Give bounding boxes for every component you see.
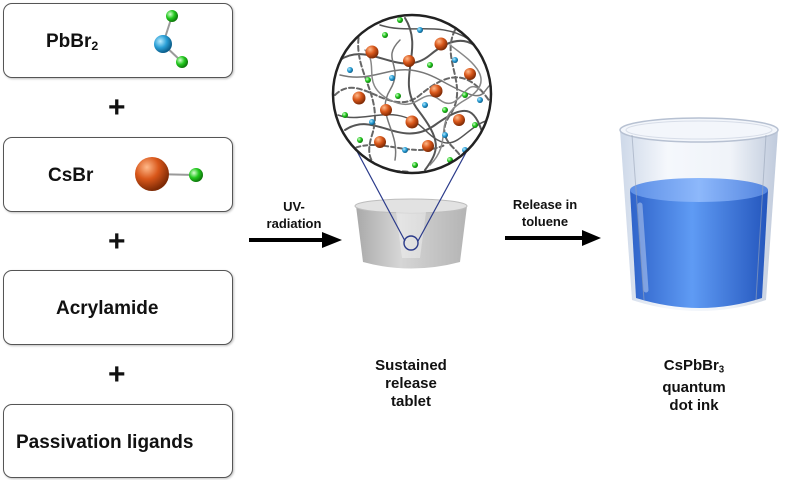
reagent-label-passivation-ligands: Passivation ligands [16,432,194,453]
beaker-caption: CsPbBr3 quantum dot ink [624,357,764,415]
uv-radiation-arrow [249,232,342,248]
reagent-box-passivation-ligands: Passivation ligands [3,404,233,478]
tablet-caption: Sustained release tablet [341,357,481,411]
reagent-label-csbr: CsBr [48,165,94,186]
beaker-caption-line2: quantum [662,379,726,397]
magnified-polymer-network [331,13,493,175]
csbr-molecule-icon [135,157,203,191]
reagent-box-acrylamide: Acrylamide [3,270,233,345]
release-label-line1: Release in [512,197,578,212]
tablet-icon [354,198,468,269]
tablet-caption-line1: Sustained [375,357,447,374]
release-label: Release in toluene [500,196,590,230]
release-label-line2: toluene [521,214,569,229]
uv-radiation-label: UV- radiation [259,198,329,232]
plus-sign-2: + [108,225,126,258]
beaker-icon [619,117,779,311]
tablet-caption-line3: tablet [390,393,431,410]
reagent-label-acrylamide: Acrylamide [56,298,159,319]
plus-sign-3: + [108,358,126,391]
uv-radiation-label-line2: radiation [266,216,322,231]
reagent-box-csbr: CsBr [3,137,233,212]
pbbr2-molecule-icon [154,10,188,68]
uv-radiation-label-line1: UV- [283,199,305,214]
beaker-caption-line3: dot ink [669,397,719,415]
plus-sign-1: + [108,91,126,124]
reagent-box-pbbr2: PbBr2 [3,3,233,78]
reagent-label-pbbr2: PbBr2 [46,31,99,54]
tablet-caption-line2: release [385,375,437,392]
release-arrow [505,230,601,246]
beaker-caption-line1: CsPbBr3 [663,357,725,376]
